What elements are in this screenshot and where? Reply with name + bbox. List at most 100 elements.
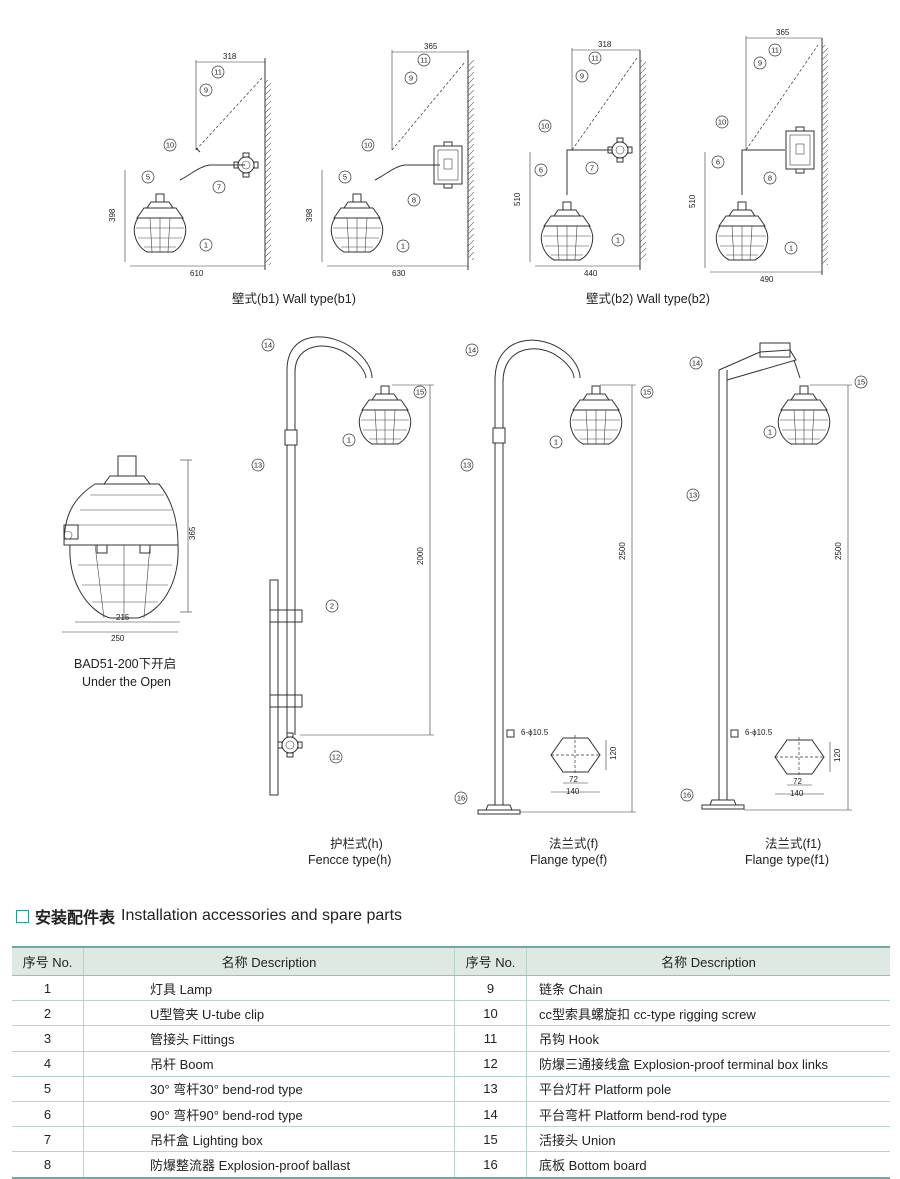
dim-140: 140: [790, 789, 804, 798]
part-description: 防爆三通接线盒 Explosion-proof terminal box lin…: [526, 1051, 890, 1077]
part-description: 平台灯杆 Platform pole: [526, 1076, 890, 1102]
svg-text:9: 9: [758, 59, 762, 68]
dim-2500: 2500: [618, 542, 627, 560]
svg-text:1: 1: [401, 242, 405, 251]
part-number: 3: [12, 1025, 84, 1052]
svg-text:16: 16: [683, 791, 691, 800]
dim-440: 440: [584, 269, 598, 278]
svg-text:11: 11: [591, 54, 599, 63]
svg-text:14: 14: [264, 341, 272, 350]
under-open-drawing: 365 215 250: [62, 455, 197, 643]
svg-text:8: 8: [768, 174, 772, 183]
svg-text:7: 7: [217, 183, 221, 192]
flange-holes: 6-ϕ10.5: [745, 728, 773, 737]
svg-text:9: 9: [580, 72, 584, 81]
caption-flange-f1-zh: 法兰式(f1): [765, 837, 821, 851]
svg-text:10: 10: [166, 141, 174, 150]
caption-open-zh: BAD51-200下开启: [74, 657, 176, 671]
caption-fence-en: Fencce type(h): [308, 853, 391, 867]
svg-text:12: 12: [332, 753, 340, 762]
dim-2500: 2500: [834, 542, 843, 560]
dim-365: 365: [188, 526, 197, 540]
caption-wall-b1: 壁式(b1) Wall type(b1): [232, 291, 356, 306]
part-number: 10: [454, 1000, 527, 1027]
svg-text:6: 6: [716, 158, 720, 167]
part-description: 吊杆盒 Lighting box: [83, 1126, 455, 1153]
part-description: 链条 Chain: [526, 975, 890, 1002]
dim-610: 610: [190, 269, 204, 278]
section-heading: 安装配件表 Installation accessories and spare…: [16, 905, 402, 927]
dim-318: 318: [598, 40, 612, 49]
part-number: 5: [12, 1076, 84, 1102]
svg-text:14: 14: [692, 359, 700, 368]
part-number: 15: [454, 1126, 527, 1153]
installation-drawings: 318 398 610 11 9 10 5 7 1 365 398 630 11…: [62, 28, 868, 867]
wall-b2-drawing-b: 365 510 490 11 9 10 6 8 1: [688, 28, 828, 284]
part-description: 平台弯杆 Platform bend-rod type: [526, 1101, 890, 1128]
part-description: 管接头 Fittings: [83, 1025, 455, 1052]
wall-b1-drawing-a: 318 398 610 11 9 10 5 7 1: [108, 52, 271, 278]
part-number: 9: [454, 975, 527, 1002]
svg-text:1: 1: [204, 241, 208, 250]
svg-text:6: 6: [539, 166, 543, 175]
part-description: 吊钩 Hook: [526, 1025, 890, 1052]
dim-215: 215: [116, 613, 130, 622]
svg-text:14: 14: [468, 346, 476, 355]
dim-510: 510: [688, 194, 697, 208]
dim-365: 365: [424, 42, 438, 51]
svg-text:15: 15: [857, 378, 865, 387]
wall-b1-drawing-b: 365 398 630 11 9 10 5 8 1: [305, 42, 474, 278]
heading-en: Installation accessories and spare parts: [121, 907, 403, 924]
fence-type-drawing: 2000 14 15 1 13 2 12: [251, 336, 434, 796]
part-number: 1: [12, 975, 84, 1002]
header-no: 序号 No.: [454, 946, 527, 976]
svg-text:9: 9: [409, 74, 413, 83]
part-description: U型管夹 U-tube clip: [83, 1000, 455, 1027]
flange-f-drawing: 2500 6-ϕ10.5 120 72 140 14 15 1 13 16: [454, 339, 654, 815]
svg-text:10: 10: [718, 118, 726, 127]
header-description: 名称 Description: [526, 946, 890, 976]
dim-120: 120: [609, 746, 618, 760]
dim-318: 318: [223, 52, 237, 61]
svg-text:11: 11: [420, 56, 428, 65]
part-number: 13: [454, 1076, 527, 1102]
svg-text:1: 1: [554, 438, 558, 447]
flange-holes: 6-ϕ10.5: [521, 728, 549, 737]
caption-flange-f-en: Flange type(f): [530, 853, 607, 867]
table-header-row: 序号 No. 名称 Description 序号 No. 名称 Descript…: [12, 946, 890, 976]
svg-text:15: 15: [643, 388, 651, 397]
part-description: 90° 弯杆90° bend-rod type: [83, 1101, 455, 1128]
svg-text:1: 1: [347, 436, 351, 445]
dim-120: 120: [833, 748, 842, 762]
parts-table: 序号 No. 名称 Description 序号 No. 名称 Descript…: [12, 946, 890, 1179]
heading-zh: 安装配件表: [35, 910, 116, 927]
svg-text:5: 5: [343, 173, 347, 182]
dim-140: 140: [566, 787, 580, 796]
svg-text:1: 1: [789, 244, 793, 253]
dim-365: 365: [776, 28, 790, 37]
dim-250: 250: [111, 634, 125, 643]
part-number: 12: [454, 1051, 527, 1077]
svg-text:7: 7: [590, 164, 594, 173]
part-description: 30° 弯杆30° bend-rod type: [83, 1076, 455, 1102]
header-description: 名称 Description: [83, 946, 455, 976]
caption-flange-f-zh: 法兰式(f): [549, 837, 598, 851]
svg-text:5: 5: [146, 173, 150, 182]
svg-text:10: 10: [364, 141, 372, 150]
caption-open-en: Under the Open: [82, 675, 171, 689]
part-number: 4: [12, 1051, 84, 1077]
caption-wall-b2: 壁式(b2) Wall type(b2): [586, 291, 710, 306]
dim-630: 630: [392, 269, 406, 278]
header-no: 序号 No.: [12, 946, 84, 976]
dim-2000: 2000: [416, 547, 425, 565]
flange-f1-drawing: 2500 6-ϕ10.5 120 72 140 14 15 1 13 16: [680, 342, 868, 811]
dim-398: 398: [108, 208, 117, 222]
dim-510: 510: [513, 192, 522, 206]
part-number: 7: [12, 1126, 84, 1153]
